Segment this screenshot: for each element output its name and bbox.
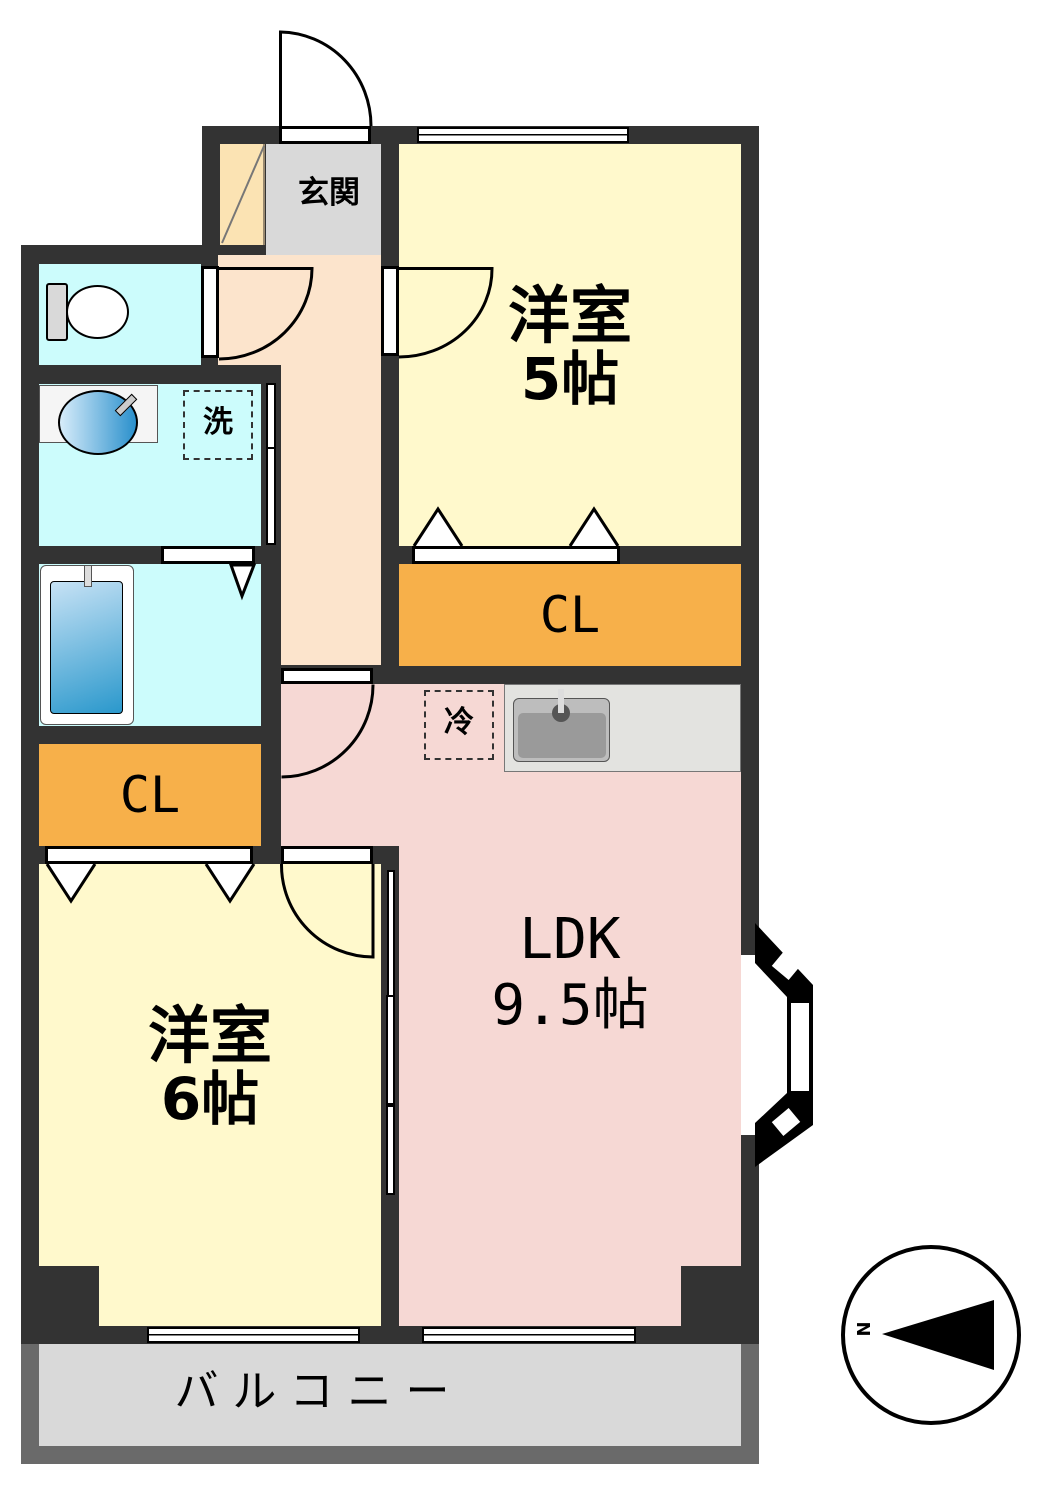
refrigerator-marker (424, 690, 494, 760)
closet-west-door-frame[interactable] (45, 846, 253, 864)
window-south-room6 (147, 1327, 360, 1343)
shoe-box-diagonal-icon (221, 145, 265, 244)
western-room-6-area: 6帖 (160, 1065, 260, 1133)
kitchen-faucet-icon (558, 689, 564, 713)
bathtub-water-icon (50, 581, 123, 714)
closet-north (399, 564, 741, 666)
hallway-lower (281, 365, 381, 665)
western-room-6 (39, 864, 381, 1266)
western-room-5-area: 5帖 (520, 345, 620, 413)
ldk-name: LDK (519, 907, 621, 972)
refrigerator-label: 冷 (444, 705, 474, 740)
genkan (266, 144, 381, 255)
closet-west-label: CL (119, 766, 181, 824)
genkan-label: 玄関 (298, 175, 360, 211)
western-room-5-door-swing-icon[interactable] (398, 267, 494, 359)
partition-sliding-door-2[interactable] (386, 995, 395, 1105)
window-south-ldk (422, 1327, 636, 1343)
toilet-door-frame[interactable] (201, 266, 219, 358)
closet-north-fold-icon-1[interactable] (412, 505, 464, 547)
western-room-5-door-frame[interactable] (381, 266, 399, 356)
closet-north-door-frame[interactable] (412, 546, 620, 564)
western-room-6-door-frame[interactable] (281, 846, 373, 864)
bathroom-door-frame[interactable] (161, 546, 255, 564)
washing-machine-label: 洗 (203, 405, 233, 440)
bathroom-door-fold-icon[interactable] (228, 563, 257, 601)
western-room-5 (399, 144, 741, 546)
closet-west (39, 744, 261, 846)
kitchen-drain-icon (552, 704, 570, 722)
closet-north-label: CL (539, 586, 601, 644)
partition-sliding-door-1[interactable] (387, 870, 395, 1000)
washing-machine-marker (183, 390, 253, 460)
bay-window-icon (755, 923, 813, 1167)
ldk-area: 9.5帖 (491, 973, 649, 1038)
washroom-sliding-door-2[interactable] (266, 447, 276, 545)
bay-window-opening (741, 955, 759, 1135)
closet-west-fold-icon-1[interactable] (45, 863, 97, 905)
compass-icon (841, 1245, 1021, 1425)
western-room-6-door-swing-icon[interactable] (279, 863, 376, 959)
window-north-room5 (417, 127, 629, 143)
entrance-door-frame[interactable] (279, 126, 371, 144)
ldk-lower (399, 1266, 681, 1326)
toilet-tank-icon (46, 283, 68, 341)
ldk-door-frame[interactable] (281, 668, 373, 684)
western-room-6-lower (99, 1266, 381, 1326)
western-room-6-name: 洋室 (147, 999, 272, 1072)
partition-sliding-door-3[interactable] (386, 1105, 395, 1195)
balcony-label: バルコニー (174, 1366, 464, 1417)
shower-faucet-icon (84, 565, 92, 587)
toilet-door-swing-icon[interactable] (218, 267, 314, 362)
balcony (39, 1344, 741, 1446)
compass-north-label: N (854, 1321, 875, 1337)
western-room-5-name: 洋室 (507, 279, 632, 352)
toilet-bowl-icon (66, 285, 129, 339)
closet-north-fold-icon-2[interactable] (568, 505, 620, 547)
closet-west-fold-icon-2[interactable] (204, 863, 256, 905)
ldk-main (399, 846, 741, 1266)
ldk-door-swing-icon[interactable] (280, 683, 376, 779)
entrance-door-swing-icon[interactable] (279, 30, 374, 128)
